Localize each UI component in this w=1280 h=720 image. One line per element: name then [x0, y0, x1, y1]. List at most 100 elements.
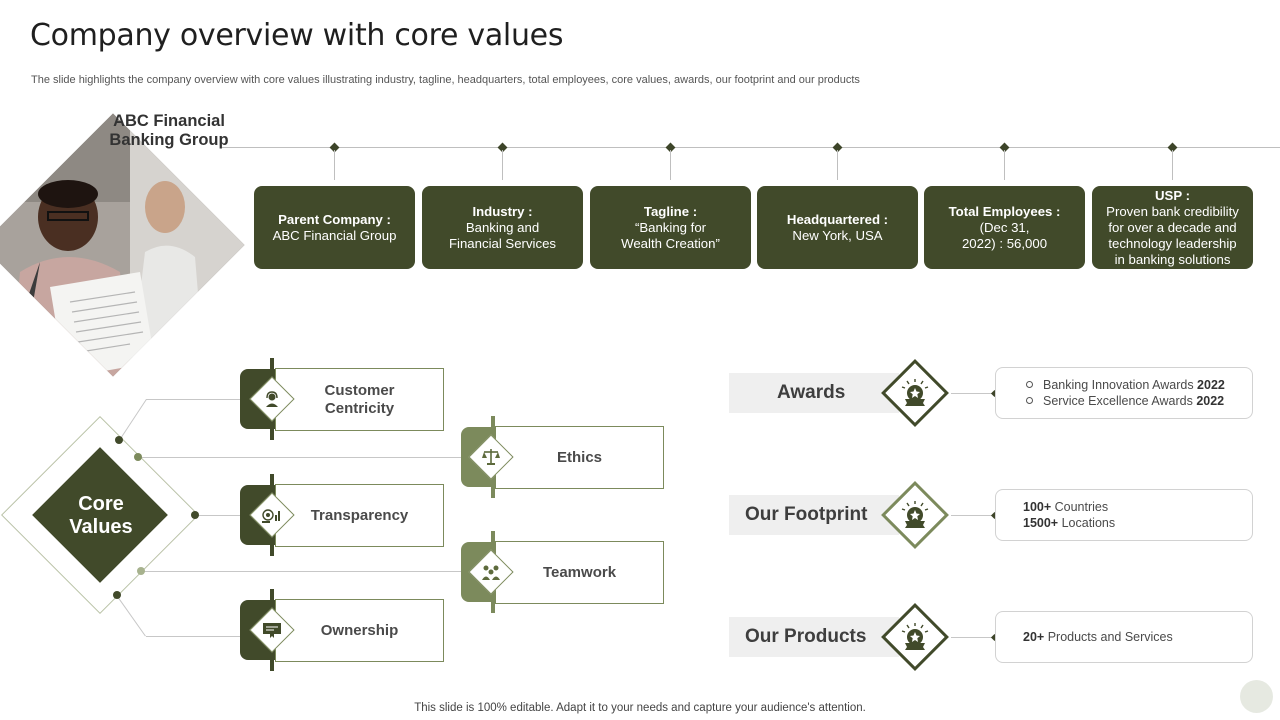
- bullet-icon: [1026, 381, 1033, 388]
- section-detail-box: 20+ Products and Services: [995, 611, 1253, 663]
- section-detail-item: 100+ Countries: [1023, 499, 1252, 515]
- corner-decoration: [1240, 680, 1273, 713]
- bullet-icon: [1026, 397, 1033, 404]
- timeline-connector: [502, 150, 503, 180]
- core-value-label-line: Ethics: [556, 448, 602, 466]
- connector-dot: [191, 511, 199, 519]
- section-detail-year: 2022: [1197, 378, 1225, 392]
- info-box: Headquartered :New York, USA: [757, 186, 918, 269]
- info-box-label: Tagline :: [643, 203, 698, 219]
- scales-icon: [476, 442, 506, 472]
- core-value-label: Ownership: [321, 622, 399, 640]
- section-connector: [951, 515, 995, 516]
- connector-line: [146, 636, 242, 637]
- core-value-label: Teamwork: [543, 564, 616, 582]
- section-detail-item: 1500+ Locations: [1023, 515, 1252, 531]
- connector-dot: [113, 591, 121, 599]
- certificate-icon: [257, 615, 287, 645]
- connector-line: [141, 571, 462, 572]
- page-subtitle: The slide highlights the company overvie…: [31, 74, 860, 86]
- info-box-label: USP :: [1155, 187, 1190, 203]
- timeline-connector: [1004, 150, 1005, 180]
- info-box: Total Employees :(Dec 31,2022) : 56,000: [924, 186, 1085, 269]
- core-value-label-line: Teamwork: [542, 563, 617, 581]
- section-detail-text: Countries: [1051, 500, 1109, 514]
- section-detail-text: Banking Innovation Awards: [1043, 378, 1198, 392]
- connector-line: [195, 515, 242, 516]
- info-box-value: New York, USA: [792, 227, 883, 243]
- core-value-label-line: Transparency: [310, 506, 409, 524]
- info-box-value: Banking and: [465, 219, 540, 235]
- timeline-connector: [334, 150, 335, 180]
- connector-line: [119, 399, 147, 441]
- section-detail-item: Banking Innovation Awards 2022: [1026, 377, 1252, 393]
- connector-dot: [137, 567, 145, 575]
- office-people-image: [0, 113, 245, 377]
- info-box-value: in banking solutions: [1114, 251, 1231, 267]
- section-detail-item: Service Excellence Awards 2022: [1026, 393, 1252, 409]
- info-box-value: technology leadership: [1108, 235, 1237, 251]
- connector-dot: [134, 453, 142, 461]
- core-value-card: Ownership: [275, 599, 444, 662]
- page-title: Company overview with core values: [30, 18, 564, 53]
- timeline-line: [222, 147, 1280, 148]
- section-detail-number: 1500+: [1023, 516, 1059, 530]
- info-box-value: 2022) : 56,000: [961, 235, 1048, 251]
- connector-line: [146, 399, 242, 400]
- section-detail-number: 100+: [1023, 500, 1052, 514]
- section-detail-year: 2022: [1196, 394, 1225, 408]
- core-value-label: Ethics: [557, 449, 602, 467]
- section-connector: [951, 637, 995, 638]
- award-medal-icon: [900, 622, 930, 652]
- timeline-connector: [1172, 150, 1173, 180]
- info-box-value: Financial Services: [448, 235, 556, 251]
- section-detail-text: Service Excellence Awards: [1043, 394, 1197, 408]
- team-gears-icon: [476, 557, 506, 587]
- chart-report-icon: [257, 500, 287, 530]
- award-medal-icon: [900, 378, 930, 408]
- core-value-label-line: Ownership: [320, 621, 399, 639]
- section-detail-number: 20+: [1023, 630, 1045, 644]
- info-box-value: “Banking for: [634, 219, 707, 235]
- section-connector: [951, 393, 995, 394]
- info-box: Parent Company :ABC Financial Group: [254, 186, 415, 269]
- timeline-connector: [837, 150, 838, 180]
- company-photo: [0, 113, 245, 377]
- info-box-label: Total Employees :: [948, 203, 1061, 219]
- connector-dot: [115, 436, 123, 444]
- headset-user-icon: [257, 384, 287, 414]
- section-label: Our Products: [729, 617, 899, 657]
- core-value-label: Transparency: [311, 507, 409, 525]
- info-box-label: Headquartered :: [786, 211, 889, 227]
- info-box-value: ABC Financial Group: [272, 227, 397, 243]
- info-box-value: Proven bank credibility: [1106, 203, 1239, 219]
- award-medal-icon: [900, 500, 930, 530]
- core-values-title: Core Values: [69, 493, 133, 538]
- core-value-card: Transparency: [275, 484, 444, 547]
- section-label: Awards: [729, 373, 899, 413]
- section-detail-text: Products and Services: [1044, 630, 1173, 644]
- core-value-card: Ethics: [495, 426, 664, 489]
- info-box-label: Parent Company :: [278, 211, 391, 227]
- core-value-label-line: Centricity: [324, 399, 395, 417]
- section-label: Our Footprint: [729, 495, 899, 535]
- core-value-card: Teamwork: [495, 541, 664, 604]
- info-box-value: for over a decade and: [1108, 219, 1237, 235]
- footer-note: This slide is 100% editable. Adapt it to…: [414, 702, 866, 714]
- company-name: ABC Financial Banking Group: [109, 112, 229, 149]
- info-box-value: (Dec 31,: [979, 219, 1030, 235]
- section-detail-item: 20+ Products and Services: [1023, 629, 1252, 645]
- timeline-connector: [670, 150, 671, 180]
- info-box-value: Wealth Creation”: [621, 235, 720, 251]
- connector-line: [138, 457, 462, 458]
- core-value-label-line: Customer: [324, 381, 395, 399]
- info-box-label: Industry :: [472, 203, 533, 219]
- connector-line: [116, 595, 146, 637]
